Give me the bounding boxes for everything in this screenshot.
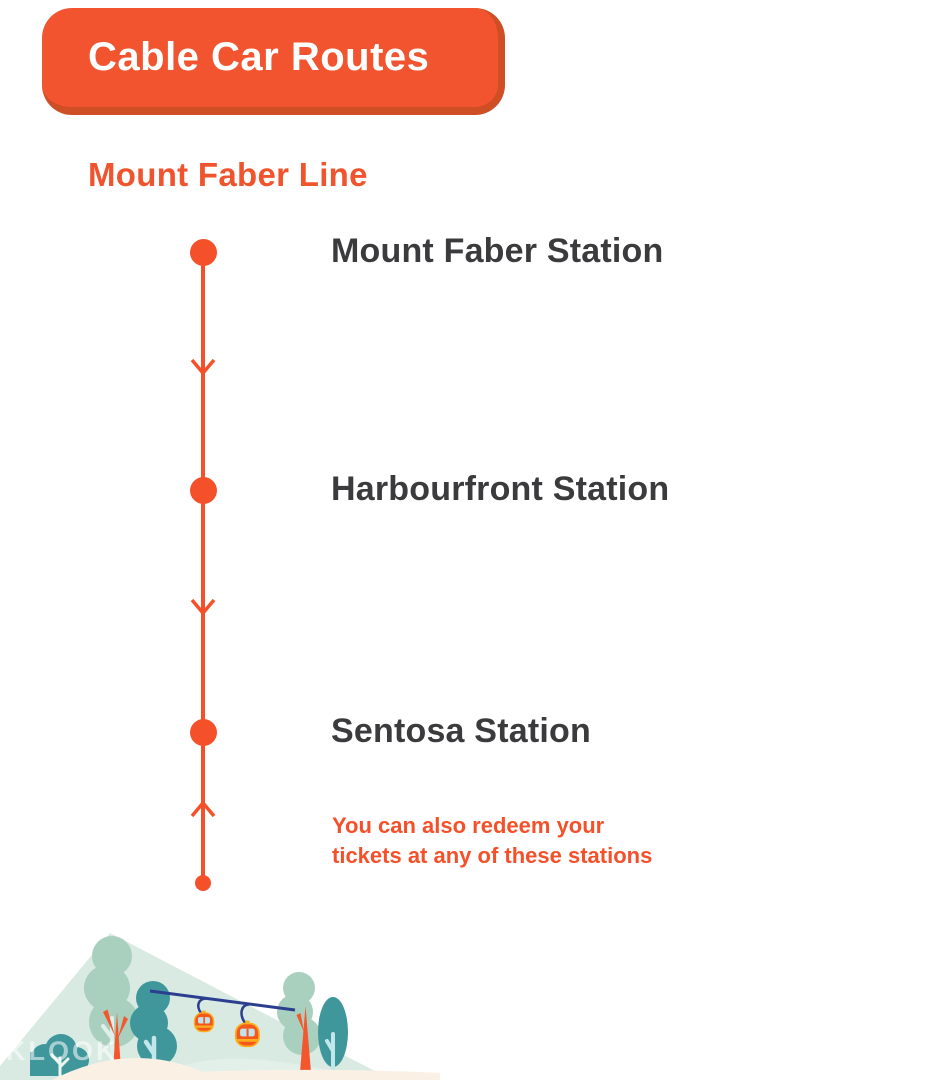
hill-shape bbox=[52, 1058, 220, 1080]
station-label-sentosa: Sentosa Station bbox=[331, 712, 591, 750]
orange-tree-icon bbox=[296, 1006, 311, 1072]
sage-tree-icon bbox=[84, 936, 139, 1070]
teal-tree-icon bbox=[318, 997, 348, 1080]
sage-tree-icon bbox=[277, 972, 321, 1055]
cable-line bbox=[149, 989, 296, 1012]
page-title: Cable Car Routes bbox=[88, 35, 430, 79]
route-timeline-line bbox=[201, 252, 205, 883]
scenery-illustration: KLOOK bbox=[0, 933, 440, 1080]
redeem-note: You can also redeem your tickets at any … bbox=[332, 811, 652, 871]
chevron-down-icon bbox=[190, 358, 216, 376]
bush-icon bbox=[30, 1034, 89, 1078]
station-marker-harbourfront bbox=[190, 477, 217, 504]
klook-watermark: KLOOK bbox=[6, 1036, 119, 1066]
chevron-down-icon bbox=[190, 598, 216, 616]
gondola-hanger bbox=[240, 1003, 250, 1024]
route-line-title: Mount Faber Line bbox=[88, 156, 368, 193]
route-terminus-dot bbox=[195, 875, 211, 891]
gondola-hanger bbox=[197, 997, 207, 1014]
redeem-note-line1: You can also redeem your bbox=[332, 813, 605, 838]
header-banner: Cable Car Routes bbox=[42, 8, 505, 115]
redeem-note-line2: tickets at any of these stations bbox=[332, 843, 653, 868]
chevron-up-icon bbox=[190, 800, 216, 818]
station-label-mount-faber: Mount Faber Station bbox=[331, 232, 664, 270]
station-marker-sentosa bbox=[190, 719, 217, 746]
orange-tree-icon bbox=[103, 1009, 128, 1062]
station-label-harbourfront: Harbourfront Station bbox=[331, 470, 670, 508]
station-marker-mount-faber bbox=[190, 239, 217, 266]
